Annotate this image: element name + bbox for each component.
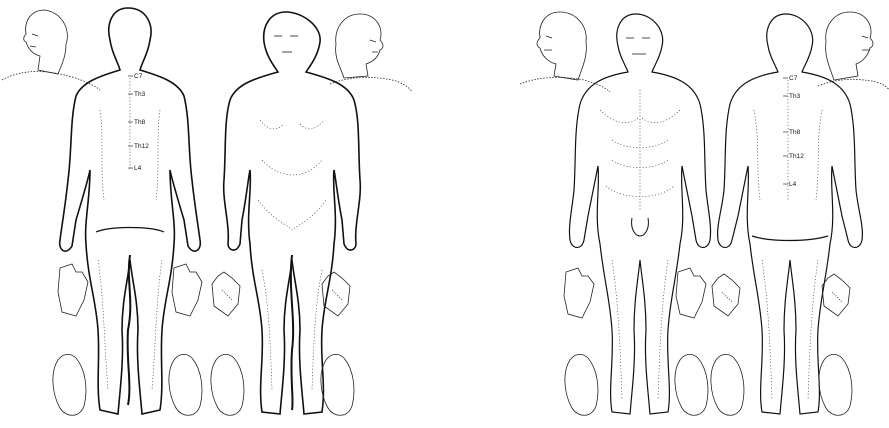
female-label-th12: Th12	[134, 143, 149, 150]
male-label-th3: Th3	[789, 93, 801, 100]
female-label-c7: C7	[134, 73, 143, 80]
female-spine-labels: C7 Th3 Th8 Th12 L4	[128, 73, 149, 172]
female-head-profile-left	[2, 10, 100, 90]
male-feet	[565, 354, 852, 415]
female-front-view	[224, 12, 361, 414]
female-label-l4: L4	[134, 165, 142, 172]
male-label-th12: Th12	[789, 153, 804, 160]
male-head-profile-right	[818, 12, 889, 90]
male-label-c7: C7	[789, 75, 798, 82]
male-head-profile-left	[520, 12, 610, 92]
female-back-dotted-lines	[98, 78, 162, 390]
female-hands	[58, 264, 350, 316]
female-back-view	[60, 8, 201, 414]
male-spine-labels: C7 Th3 Th8 Th12 L4	[783, 75, 804, 188]
female-head-profile-right	[330, 14, 412, 92]
female-label-th3: Th3	[134, 91, 146, 98]
female-label-th8: Th8	[134, 119, 146, 126]
male-label-l4: L4	[789, 181, 797, 188]
male-back-view	[718, 14, 863, 414]
male-label-th8: Th8	[789, 129, 801, 136]
male-chart: C7 Th3 Th8 Th12 L4	[520, 12, 889, 415]
female-chart: C7 Th3 Th8 Th12 L4	[2, 8, 412, 415]
